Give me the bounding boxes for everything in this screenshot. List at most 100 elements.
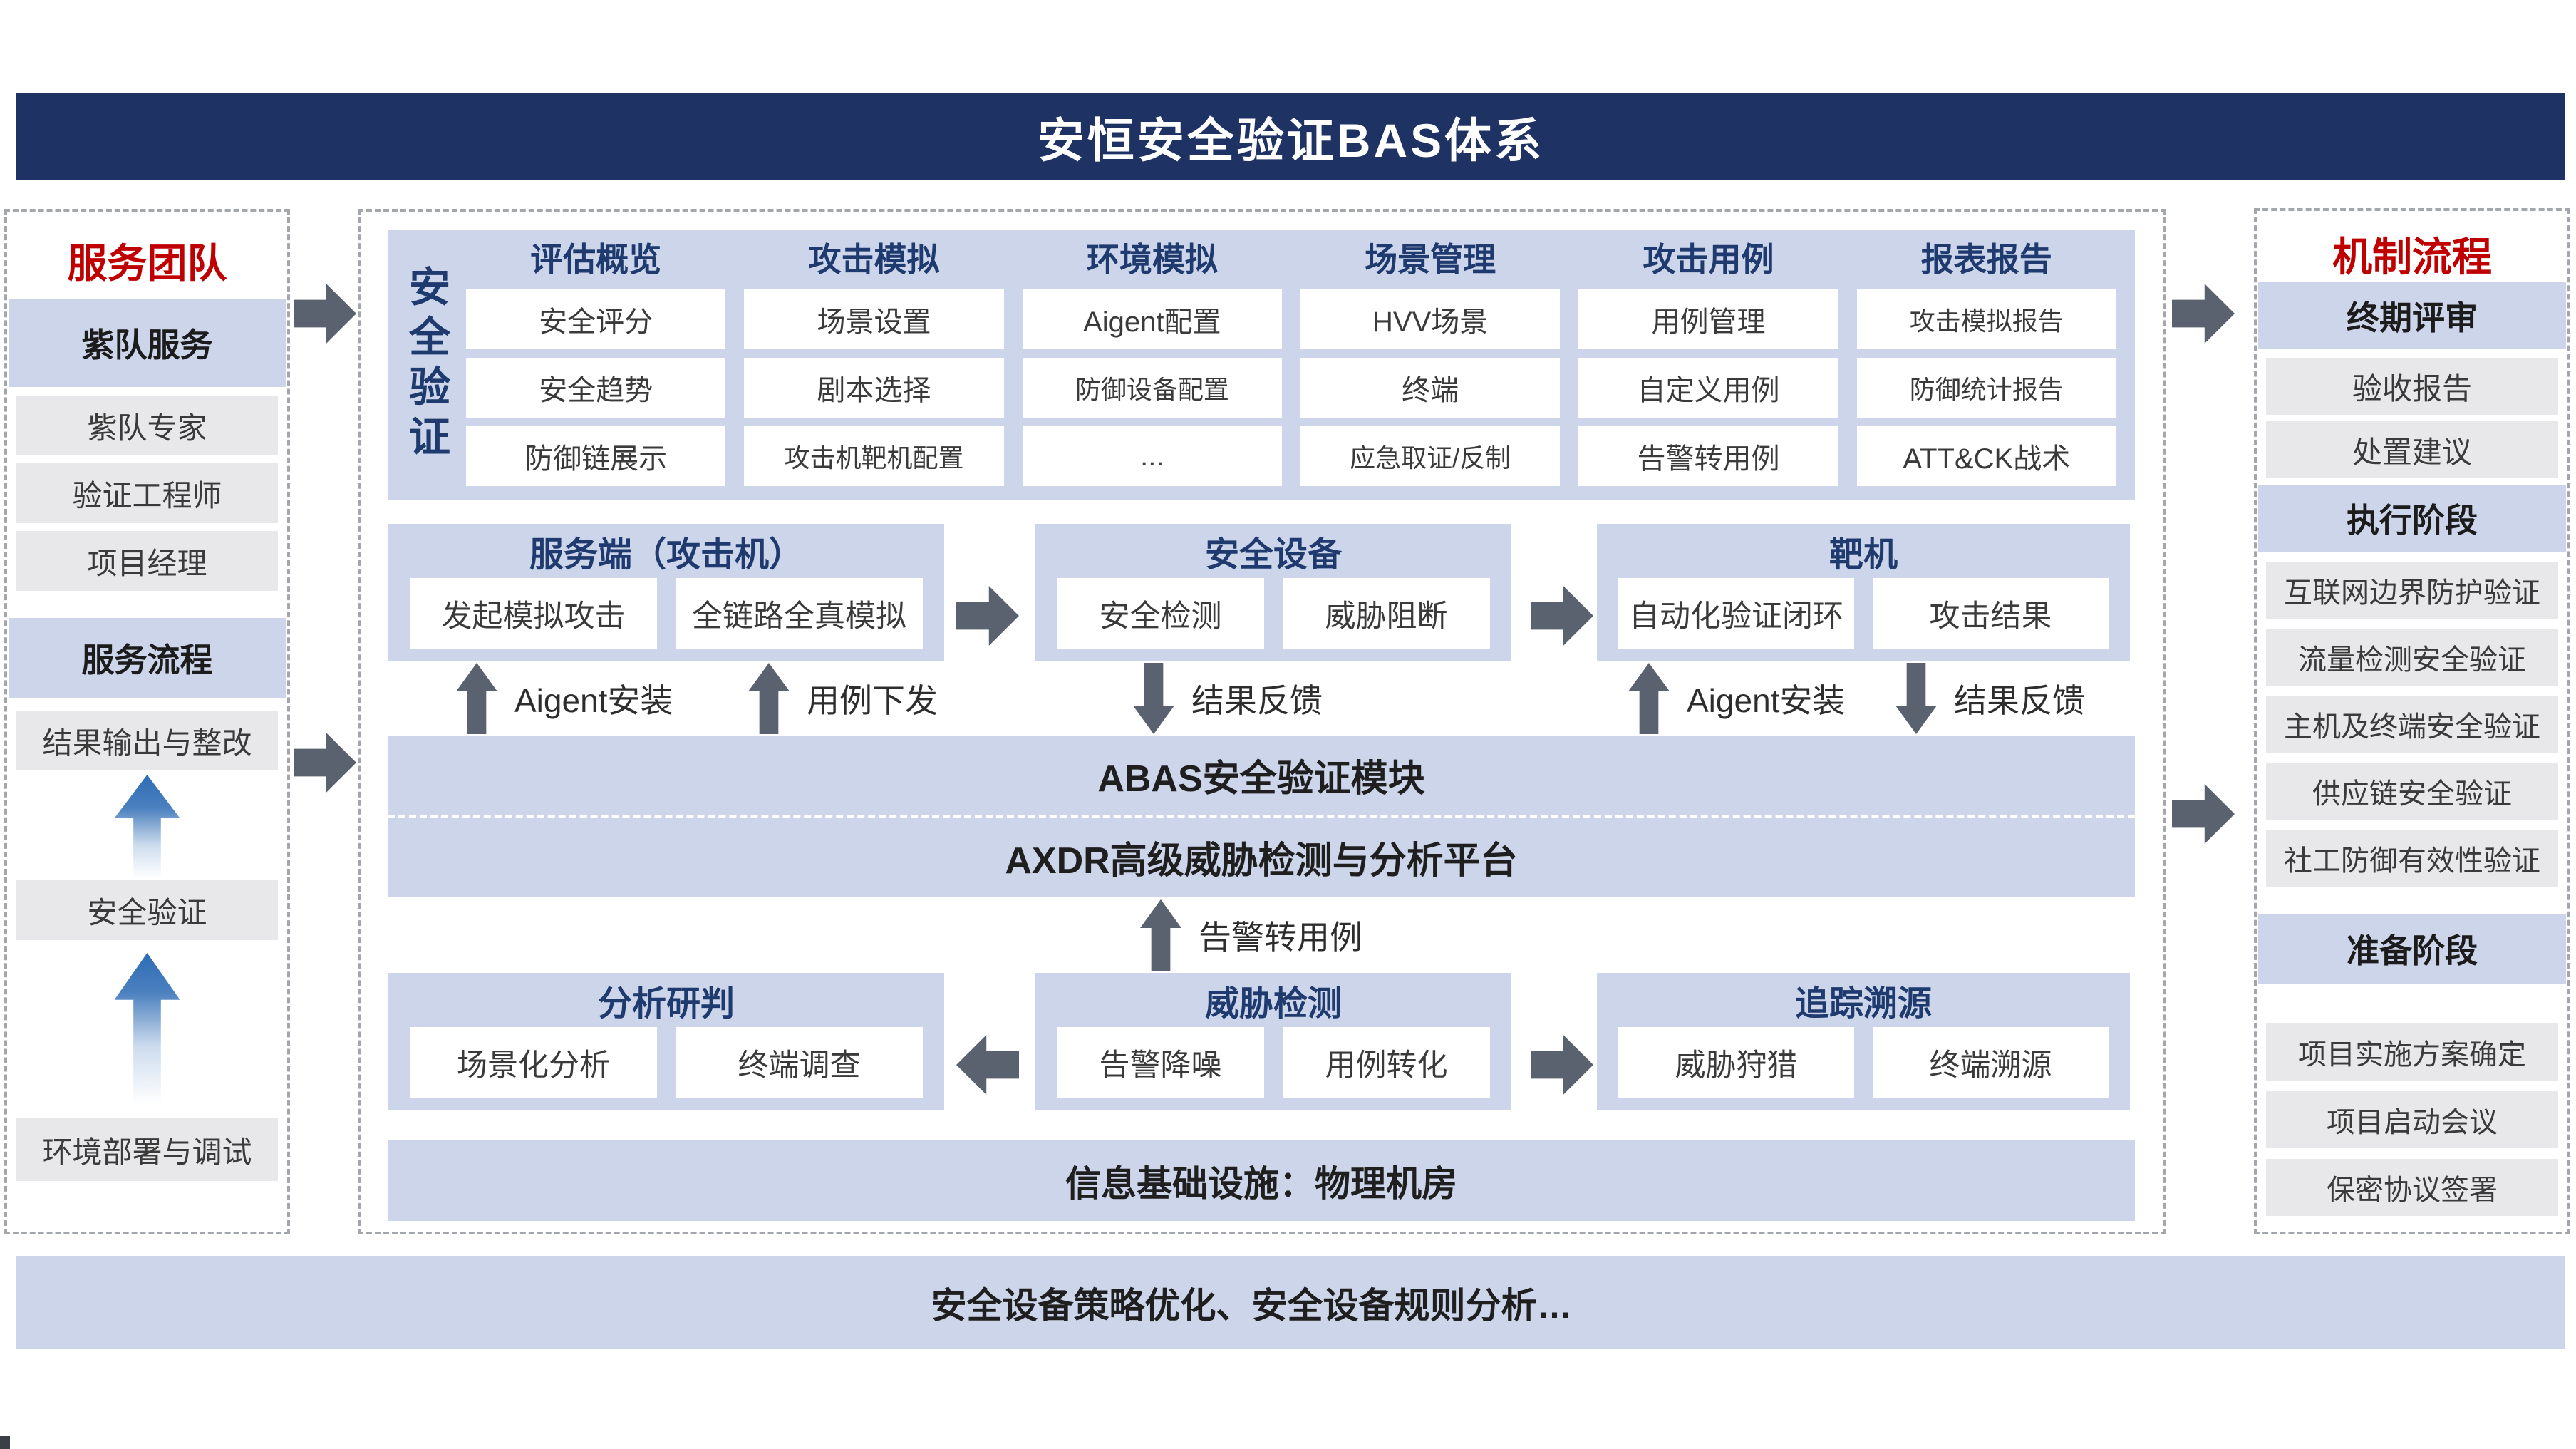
list-item-verification-engineer: 验证工程师: [16, 463, 278, 523]
list-item-security-verification: 安全验证: [16, 880, 278, 940]
corner-mark: [0, 1436, 10, 1449]
footer-banner-bar: 安全设备策略优化、安全设备规则分析…: [16, 1256, 2565, 1349]
capability-cell: 终端: [1300, 358, 1561, 418]
capability-cell: Aigent配置: [1022, 289, 1282, 349]
column-scenario-management: 场景管理 HVV场景 终端 应急取证/反制: [1300, 238, 1561, 489]
column-assessment-overview: 评估概览 安全评分 安全趋势 防御链展示: [466, 238, 726, 489]
panel-cell: 发起模拟攻击: [410, 578, 657, 649]
panel-cell: 威胁狩猎: [1618, 1027, 1854, 1098]
panel-title: 分析研判: [597, 985, 735, 1023]
capability-cell: 防御统计报告: [1856, 358, 2116, 418]
column-header: 场景管理: [1365, 241, 1496, 278]
capability-columns: 评估概览 安全评分 安全趋势 防御链展示 攻击模拟 场景设置 剧本选择 攻击机靶…: [463, 230, 2135, 500]
mechanism-process-panel: 机制流程 终期评审 验收报告 处置建议 执行阶段 互联网边界防护验证 流量检测安…: [2254, 208, 2570, 1234]
panel-title: 靶机: [1828, 536, 1898, 574]
flow-label: Aigent安装: [514, 682, 673, 719]
panel-title: 威胁检测: [1204, 985, 1342, 1023]
column-header: 报表报告: [1920, 241, 2052, 278]
threat-detection-panel: 威胁检测 告警降噪 用例转化: [1035, 973, 1511, 1110]
flow-result-feedback: 结果反馈: [1895, 663, 2085, 734]
capability-cell: 剧本选择: [744, 358, 1004, 418]
capability-cell: 安全评分: [466, 289, 726, 349]
axdr-platform-bar: AXDR高级威胁检测与分析平台: [1005, 840, 1518, 882]
list-item-implementation-plan: 项目实施方案确定: [2266, 1023, 2558, 1081]
preparation-phase-header: 准备阶段: [2258, 914, 2566, 984]
platform-block: ABAS安全验证模块 AXDR高级威胁检测与分析平台: [388, 736, 2135, 897]
list-item-disposal-advice: 处置建议: [2266, 421, 2558, 478]
panel-cell: 攻击结果: [1873, 578, 2109, 649]
panel-cell: 终端溯源: [1873, 1027, 2109, 1098]
flow-label: 用例下发: [807, 682, 938, 719]
flow-label: 结果反馈: [1191, 682, 1323, 719]
arrow-up-icon: [456, 663, 497, 734]
flow-label: Aigent安装: [1687, 682, 1846, 719]
infrastructure-bar: 信息基础设施：物理机房: [388, 1140, 2135, 1221]
vertical-label: 安全验证: [388, 230, 463, 500]
arrow-up-icon: [1628, 663, 1670, 734]
capability-cell: 告警转用例: [1578, 426, 1838, 486]
flow-label: 结果反馈: [1954, 682, 2085, 719]
flow-alert-to-case: 告警转用例: [1140, 899, 1362, 971]
arrow-right-icon: [294, 284, 356, 344]
column-attack-simulation: 攻击模拟 场景设置 剧本选择 攻击机靶机配置: [744, 238, 1004, 489]
column-header: 评估概览: [530, 241, 662, 278]
trace-source-panel: 追踪溯源 威胁狩猎 终端溯源: [1597, 973, 2130, 1110]
analysis-judgement-panel: 分析研判 场景化分析 终端调查: [388, 973, 944, 1110]
column-environment-simulation: 环境模拟 Aigent配置 防御设备配置 ...: [1022, 238, 1282, 489]
list-item-purple-team-expert: 紫队专家: [16, 396, 278, 455]
security-device-panel: 安全设备 安全检测 威胁阻断: [1035, 524, 1511, 661]
panel-title: 追踪溯源: [1794, 985, 1932, 1023]
page-title: 安恒安全验证BAS体系: [1037, 113, 1545, 167]
capability-cell: 攻击机靶机配置: [744, 426, 1004, 486]
execution-phase-header: 执行阶段: [2258, 485, 2566, 552]
arrow-up-blue-icon: [114, 953, 180, 1104]
capability-cell: 攻击模拟报告: [1856, 289, 2116, 349]
flow-aigent-install: Aigent安装: [456, 663, 673, 734]
center-platform-panel: [358, 209, 2166, 1234]
capability-cell: 自定义用例: [1578, 358, 1838, 418]
column-attack-cases: 攻击用例 用例管理 自定义用例 告警转用例: [1578, 238, 1838, 489]
capability-cell: 场景设置: [744, 289, 1004, 349]
list-item-supply-chain: 供应链安全验证: [2266, 763, 2558, 820]
security-verification-capability-panel: 安全验证 评估概览 安全评分 安全趋势 防御链展示 攻击模拟 场景设置 剧本选择…: [388, 230, 2135, 500]
flow-result-feedback: 结果反馈: [1133, 663, 1323, 734]
panel-cell: 告警降噪: [1057, 1027, 1264, 1098]
list-item-traffic-detection: 流量检测安全验证: [2266, 629, 2558, 686]
list-item-kickoff-meeting: 项目启动会议: [2266, 1091, 2558, 1148]
capability-cell: 防御设备配置: [1022, 358, 1282, 418]
column-reports: 报表报告 攻击模拟报告 防御统计报告 ATT&CK战术: [1856, 238, 2116, 489]
capability-cell: 安全趋势: [466, 358, 726, 418]
list-item-nda-signing: 保密协议签署: [2266, 1159, 2558, 1216]
flow-case-dispatch: 用例下发: [748, 663, 938, 734]
column-header: 攻击用例: [1643, 241, 1774, 278]
panel-cell: 安全检测: [1057, 578, 1264, 649]
arrow-down-icon: [1895, 663, 1937, 734]
capability-cell: 防御链展示: [466, 426, 726, 486]
panel-cell: 用例转化: [1283, 1027, 1490, 1098]
capability-cell: ATT&CK战术: [1856, 426, 2116, 486]
arrow-right-icon: [2172, 284, 2235, 344]
arrow-up-icon: [748, 663, 790, 734]
arrow-down-icon: [1133, 663, 1174, 734]
list-item-internet-boundary: 互联网边界防护验证: [2266, 562, 2558, 619]
service-team-panel: 服务团队 紫队服务 紫队专家 验证工程师 项目经理 服务流程 结果输出与整改 安…: [4, 209, 290, 1234]
list-item-environment-deploy: 环境部署与调试: [16, 1118, 278, 1181]
attacker-server-panel: 服务端（攻击机） 发起模拟攻击 全链路全真模拟: [388, 524, 944, 661]
panel-title: 服务端（攻击机）: [529, 536, 803, 574]
list-item-social-engineering: 社工防御有效性验证: [2266, 830, 2558, 887]
column-header: 攻击模拟: [808, 241, 940, 278]
panel-cell: 自动化验证闭环: [1618, 578, 1854, 649]
arrow-up-icon: [1140, 899, 1181, 971]
panel-cell: 威胁阻断: [1283, 578, 1490, 649]
list-item-acceptance-report: 验收报告: [2266, 358, 2558, 415]
panel-cell: 场景化分析: [410, 1027, 657, 1098]
arrow-right-icon: [294, 733, 356, 793]
capability-cell: HVV场景: [1300, 289, 1561, 349]
capability-cell: 用例管理: [1578, 289, 1838, 349]
abas-module-bar: ABAS安全验证模块: [388, 736, 2135, 818]
flow-aigent-install: Aigent安装: [1628, 663, 1845, 734]
service-process-header: 服务流程: [9, 618, 286, 698]
capability-cell: 应急取证/反制: [1300, 426, 1561, 486]
flow-label: 告警转用例: [1199, 919, 1362, 956]
